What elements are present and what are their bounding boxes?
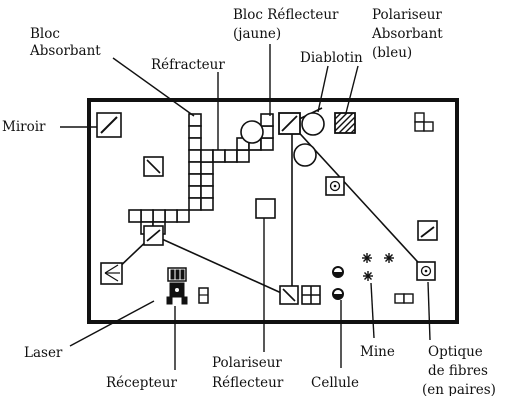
miroir-beam xyxy=(143,225,164,246)
miroir-droite xyxy=(417,220,438,241)
label-bloc-reflecteur-2: (jaune) xyxy=(233,26,281,42)
miroir-center xyxy=(143,156,164,177)
label-laser: Laser xyxy=(24,345,63,361)
label-bloc-reflecteur-1: Bloc Réflecteur xyxy=(233,7,339,23)
polariseur-absorbant xyxy=(334,112,356,134)
label-polariseur-absorbant-2: Absorbant xyxy=(371,26,443,42)
miroir-bas xyxy=(279,285,299,305)
mines xyxy=(362,253,394,281)
laser xyxy=(100,262,123,285)
bloc-reflecteur xyxy=(278,112,301,135)
label-bloc-absorbant-1: Bloc xyxy=(30,26,60,42)
label-refracteur: Réfracteur xyxy=(151,57,225,73)
label-polariseur-reflecteur-2: Réflecteur xyxy=(212,375,284,391)
cellules xyxy=(332,266,344,300)
optique-de-fibres xyxy=(416,261,436,281)
bloc-double xyxy=(394,293,414,304)
label-optique-2: de fibres xyxy=(428,363,488,379)
label-diablotin: Diablotin xyxy=(300,50,363,66)
label-optique-1: Optique xyxy=(428,344,483,360)
label-optique-3: (en paires) xyxy=(422,382,496,396)
label-cellule: Cellule xyxy=(311,375,359,391)
label-polariseur-absorbant-3: (bleu) xyxy=(372,45,412,61)
refracteur-edge xyxy=(212,138,262,163)
label-recepteur: Récepteur xyxy=(106,375,177,391)
label-mine: Mine xyxy=(360,344,395,360)
recepteur xyxy=(166,267,188,305)
cible xyxy=(325,176,345,196)
label-polariseur-reflecteur-1: Polariseur xyxy=(212,355,282,371)
leader-lines xyxy=(60,44,431,370)
miroir xyxy=(96,112,122,138)
board-frame xyxy=(87,98,459,324)
diablotins xyxy=(240,112,325,167)
label-bloc-absorbant-2: Absorbant xyxy=(29,43,101,59)
polariseur-reflecteur xyxy=(255,198,276,219)
label-polariseur-absorbant-1: Polariseur xyxy=(372,7,442,23)
bloc-quatre-cases xyxy=(301,285,321,305)
bloc-coin xyxy=(414,112,434,132)
label-miroir: Miroir xyxy=(2,119,46,135)
